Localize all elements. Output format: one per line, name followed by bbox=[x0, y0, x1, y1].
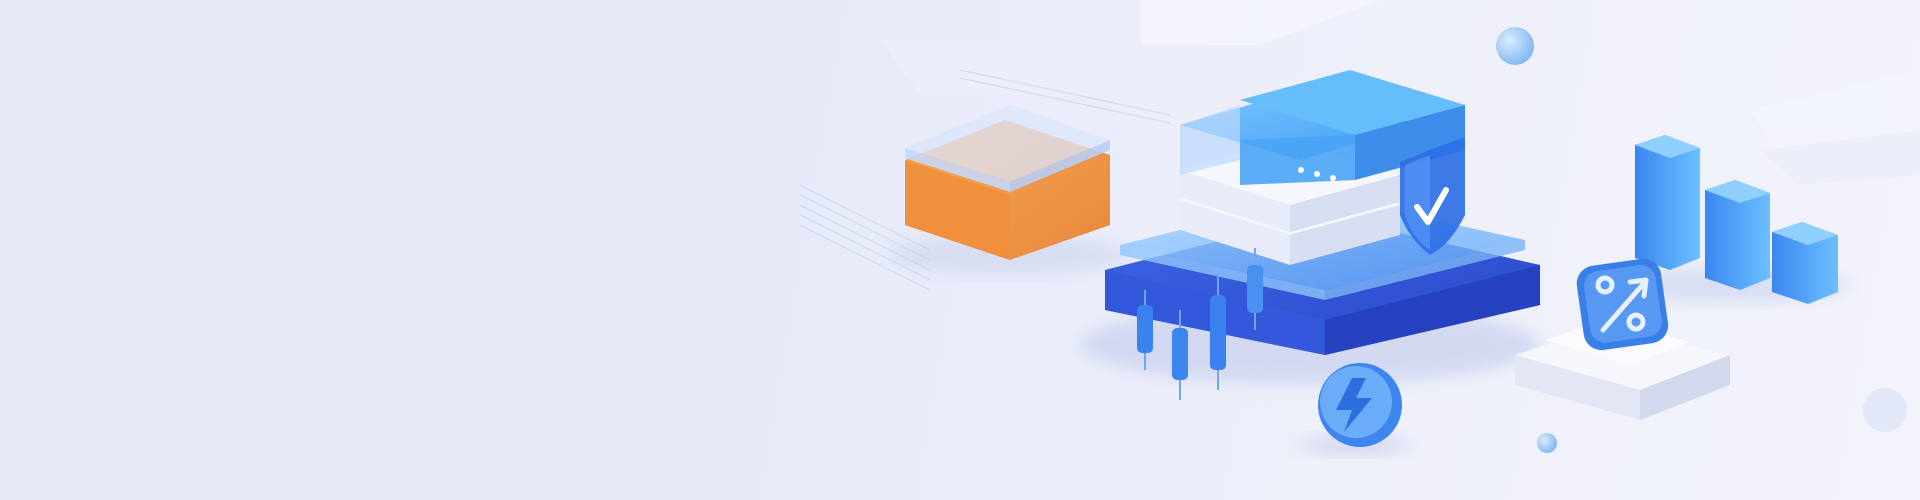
lightning-bolt-icon bbox=[1300, 363, 1410, 455]
shield-check-icon bbox=[1400, 137, 1465, 255]
indicator-dot bbox=[1298, 167, 1304, 173]
decorative-sphere bbox=[1496, 27, 1534, 65]
percent-arrow-icon bbox=[1576, 258, 1669, 351]
background-slab-top bbox=[880, 0, 1380, 95]
decorative-sphere bbox=[1537, 433, 1557, 453]
bar-chart-decoration bbox=[1610, 135, 1850, 304]
indicator-dot bbox=[1330, 175, 1336, 181]
indicator-dot bbox=[1314, 171, 1320, 177]
orange-glass-cube bbox=[890, 105, 1130, 275]
decorative-sphere bbox=[1863, 388, 1907, 432]
candlestick-chart-decoration bbox=[1137, 248, 1263, 400]
background-slab-right bbox=[1750, 70, 1920, 185]
server-stack bbox=[1180, 70, 1465, 265]
